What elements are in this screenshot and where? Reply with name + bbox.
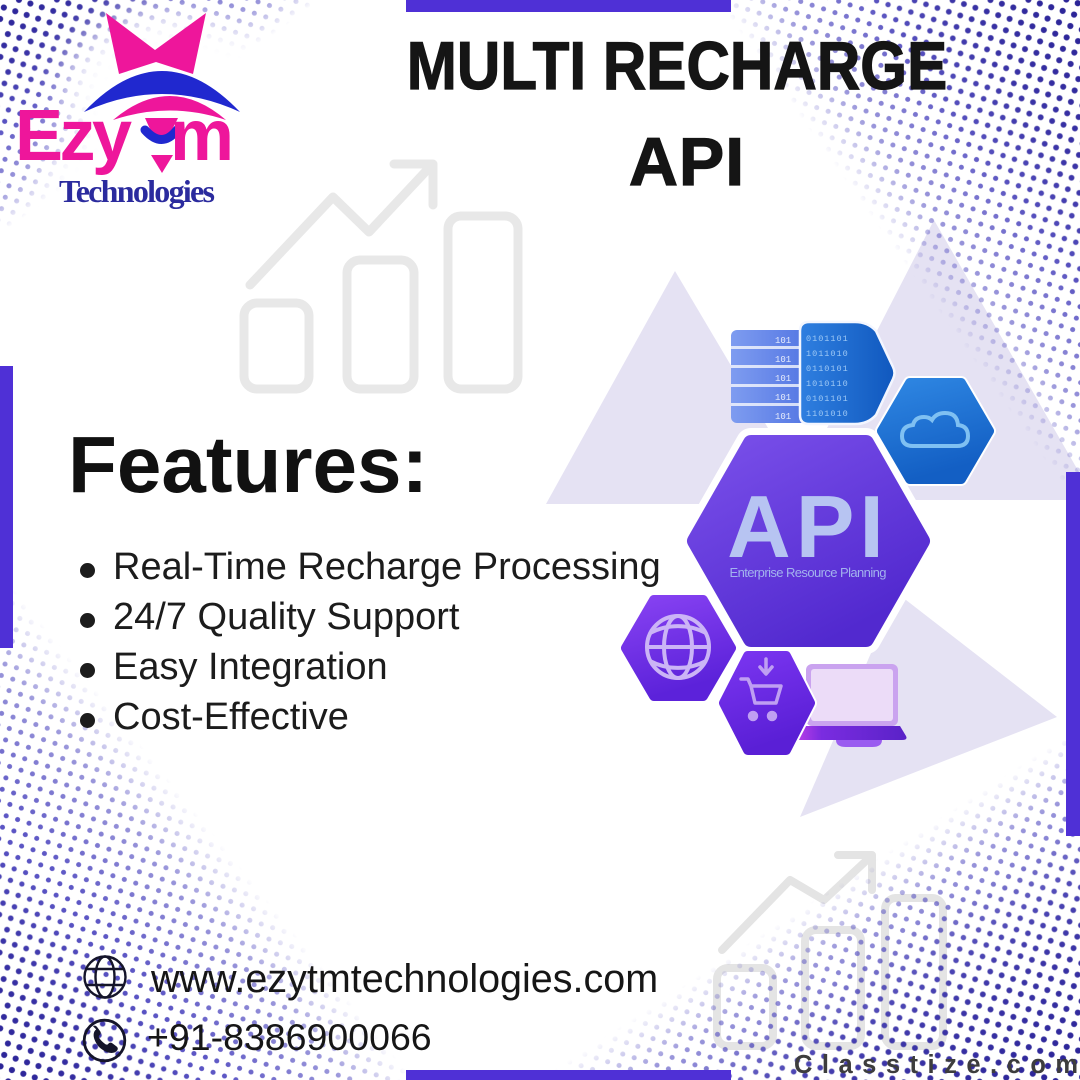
svg-text:101: 101 [775, 355, 791, 365]
svg-text:101: 101 [775, 412, 791, 422]
svg-text:API: API [727, 477, 889, 576]
svg-text:101: 101 [775, 393, 791, 403]
svg-text:0101101: 0101101 [806, 334, 849, 344]
svg-text:Enterprise Resource Planning: Enterprise Resource Planning [730, 565, 887, 580]
svg-text:m: m [170, 96, 234, 176]
svg-text:101: 101 [775, 374, 791, 384]
svg-text:Ezy: Ezy [15, 96, 132, 176]
svg-text:1101010: 1101010 [806, 409, 849, 419]
svg-text:1010110: 1010110 [806, 379, 849, 389]
svg-text:1011010: 1011010 [806, 349, 849, 359]
svg-text:0110101: 0110101 [806, 364, 849, 374]
svg-text:Technologies: Technologies [59, 173, 215, 209]
svg-text:101: 101 [775, 336, 791, 346]
svg-text:0101101: 0101101 [806, 394, 849, 404]
